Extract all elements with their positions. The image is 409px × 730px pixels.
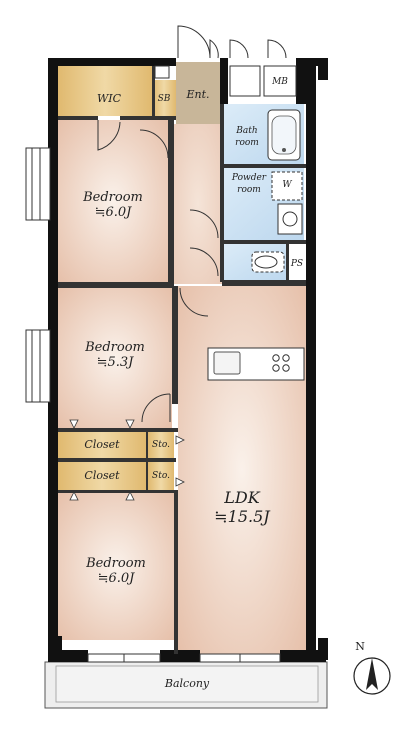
wic-floor	[58, 66, 152, 116]
washer-space	[271, 171, 303, 201]
closet-markers	[69, 419, 185, 501]
bath-label: Bath room	[235, 126, 259, 148]
compass-label: N	[355, 640, 365, 653]
balcony-label: Balcony	[164, 677, 210, 690]
toilet	[251, 251, 285, 273]
sto1-floor	[148, 432, 174, 458]
closet2-label: Closet	[84, 469, 120, 482]
ldk-area: ≒15.5J	[214, 507, 270, 526]
balcony-windows	[87, 653, 281, 663]
bedroom2-label: Bedroom ≒5.3J	[58, 340, 172, 370]
bedroom1-label: Bedroom ≒6.0J	[58, 190, 168, 220]
ps-label: PS	[290, 259, 304, 269]
ldk-label: LDK ≒15.5J	[178, 488, 306, 526]
bedroom3-floor	[58, 492, 174, 640]
bedroom1-area: ≒6.0J	[94, 205, 132, 220]
bedroom3-area: ≒6.0J	[97, 571, 135, 586]
left-windows	[25, 147, 51, 403]
sto1-label: Sto.	[152, 440, 170, 450]
ldk-name: LDK	[224, 488, 260, 507]
sto2-floor	[148, 462, 174, 490]
bedroom2-area: ≒5.3J	[96, 355, 134, 370]
bedroom1-name: Bedroom	[83, 190, 143, 205]
bedroom3-name: Bedroom	[86, 556, 146, 571]
walls	[48, 58, 328, 662]
bedroom3-label: Bedroom ≒6.0J	[58, 556, 174, 586]
door-swings	[97, 120, 219, 423]
wic-label: WIC	[96, 92, 122, 105]
hallway-floor	[174, 124, 222, 284]
closet2-floor	[58, 462, 146, 490]
kitchen-sink	[213, 351, 241, 375]
bedroom2-name: Bedroom	[85, 340, 145, 355]
closet1-floor	[58, 432, 146, 458]
bedroom1-floor	[58, 120, 168, 282]
basin	[277, 203, 303, 235]
sb-label: SB	[157, 94, 171, 104]
entry-floor	[176, 62, 220, 124]
entry-label: Ent.	[186, 88, 210, 101]
mb-label: MB	[272, 77, 288, 87]
sto2-label: Sto.	[152, 471, 170, 481]
bedroom2-floor	[58, 288, 172, 428]
w-mark: W	[282, 180, 292, 190]
interior-walls	[58, 66, 306, 654]
powder-label: Powder room	[231, 173, 267, 195]
ldk-floor	[178, 286, 306, 654]
closet1-label: Closet	[84, 438, 120, 451]
compass	[353, 657, 391, 695]
ps-floor	[288, 244, 306, 282]
sb-floor	[152, 80, 176, 116]
entry-doors	[177, 25, 287, 59]
